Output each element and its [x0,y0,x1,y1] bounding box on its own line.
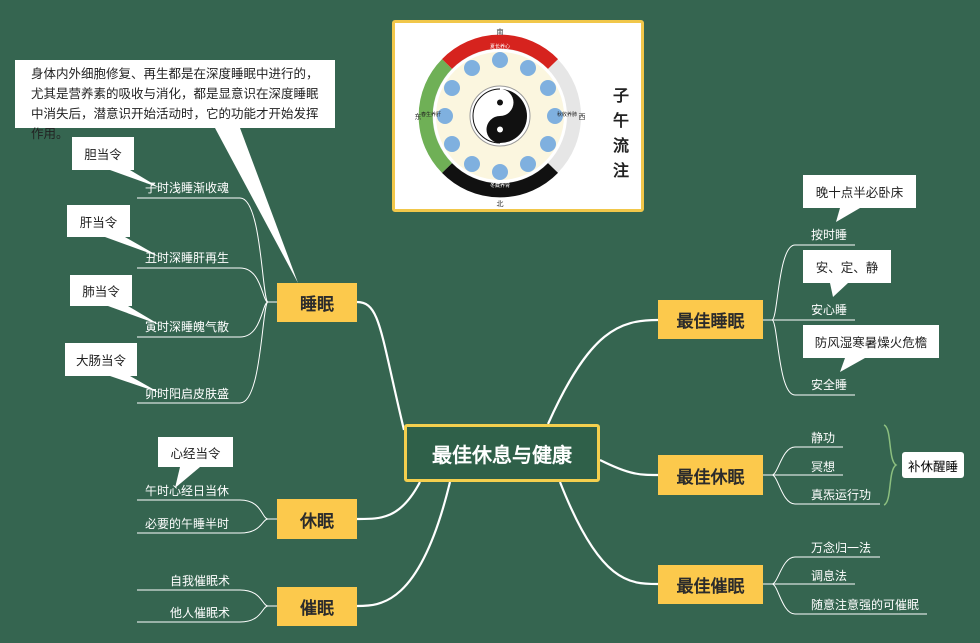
callout-calm: 安、定、静 [803,250,891,283]
svg-text:夏长养心: 夏长养心 [490,43,510,50]
ziwu-wheel: 夏长养心 冬藏养肾 春生养肝 秋收养肺 南 北 东 西 [415,27,586,208]
image-title: 子午流注 [613,86,630,180]
central-topic[interactable]: 最佳休息与健康 [404,424,600,482]
svg-text:南: 南 [497,27,504,36]
brace [883,424,898,506]
svg-text:冬藏养肾: 冬藏养肾 [490,182,510,189]
callout-colon: 大肠当令 [65,343,137,376]
leaf-mao: 卯时阳启皮肤盛 [145,387,230,401]
svg-text:东: 东 [415,112,422,121]
leaf-chou: 丑时深睡肝再生 [145,251,230,265]
leaf-peace: 安心睡 [811,303,848,317]
leaf-nap: 必要的午睡半时 [145,517,230,531]
callout-liver: 肝当令 [67,205,130,237]
leaf-attention: 随意注意强的可催眠 [811,598,920,612]
leaf-wu: 午时心经日当休 [145,484,230,498]
node-hypnosis[interactable]: 催眠 [277,587,357,626]
node-rest[interactable]: 休眠 [277,499,357,539]
svg-text:西: 西 [579,113,586,121]
svg-text:春生养肝: 春生养肝 [421,111,441,118]
sleep-note-callout: 身体内外细胞修复、再生都是在深度睡眠中进行的，尤其是营养素的吸收与消化，都是显意… [15,60,335,141]
callout-safety: 防风湿寒暑燥火危檐 [803,325,939,358]
summary-tag: 补休醒睡 [902,452,964,478]
node-best-hypnosis[interactable]: 最佳催眠 [658,565,763,604]
leaf-jinggong: 静功 [811,431,836,445]
leaf-self-hypnosis: 自我催眠术 [170,574,231,588]
leaf-focus: 万念归一法 [811,541,872,555]
leaf-other-hypnosis: 他人催眠术 [170,606,231,620]
leaf-meditation: 冥想 [811,460,836,474]
node-best-sleep[interactable]: 最佳睡眠 [658,300,763,339]
leaf-qigong: 真炁运行功 [811,488,872,502]
callout-gall: 胆当令 [72,137,134,170]
callout-heart: 心经当令 [158,437,233,467]
node-sleep[interactable]: 睡眠 [277,283,357,322]
note-pointer [215,128,298,283]
svg-text:秋收养肺: 秋收养肺 [557,111,577,118]
callout-lung: 肺当令 [70,275,132,306]
ziwu-liuzhu-image: 夏长养心 冬藏养肾 春生养肝 秋收养肺 南 北 东 西 子午流注 [392,20,644,212]
leaf-zi: 子时浅睡渐收魂 [145,181,230,195]
node-best-rest[interactable]: 最佳休眠 [658,455,763,495]
leaf-on-time: 按时睡 [811,228,848,242]
leaf-breath: 调息法 [811,569,848,583]
svg-text:北: 北 [497,200,504,208]
leaf-safe: 安全睡 [811,378,848,392]
leaf-yin: 寅时深睡魄气散 [145,320,230,334]
callout-bedtime: 晚十点半必卧床 [803,175,916,208]
